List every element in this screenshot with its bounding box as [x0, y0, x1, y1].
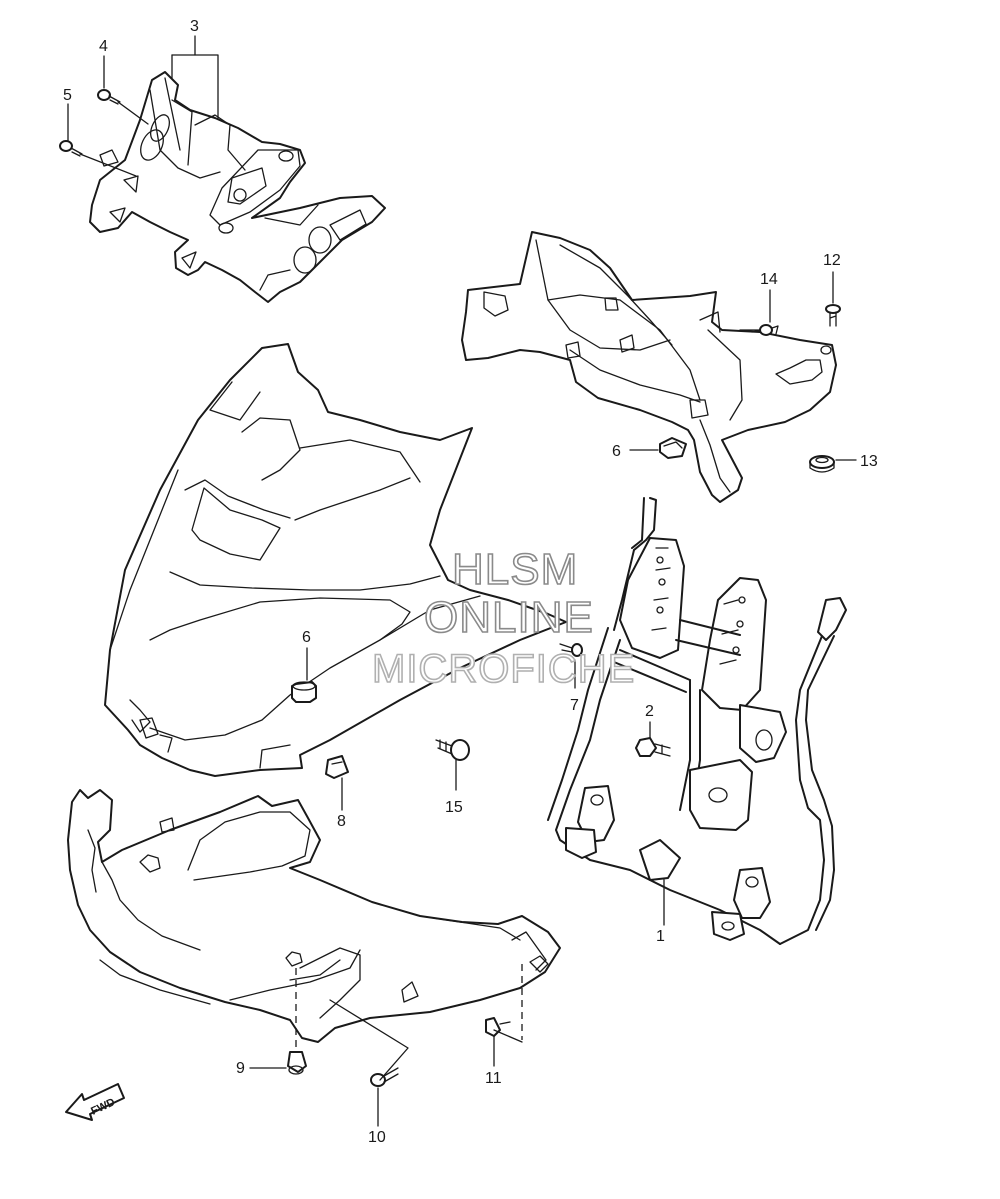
callout-12: 12	[823, 252, 841, 269]
callout-11: 11	[485, 1070, 502, 1087]
callout-8: 8	[337, 813, 346, 830]
watermark-line-1: HLSM	[452, 545, 578, 594]
callout-10: 10	[368, 1129, 386, 1146]
watermark-line-3: MICROFICHE	[372, 647, 635, 691]
callout-14: 14	[760, 271, 778, 288]
callout-7: 7	[570, 697, 579, 714]
callout-5: 5	[63, 87, 72, 104]
callout-6-upper: 6	[612, 443, 621, 460]
callout-labels: 1 2 3 4 5 6 6 7 8 9 10 11 12 13 14 15	[63, 18, 878, 1146]
callout-15: 15	[445, 799, 463, 816]
nut-8	[325, 755, 349, 779]
leader-lines	[67, 35, 857, 1127]
screw-15	[435, 739, 470, 761]
screw-12	[825, 304, 841, 327]
inner-panel	[461, 231, 837, 503]
upper-cowling	[104, 343, 567, 777]
screw-7	[559, 643, 583, 657]
callout-1: 1	[656, 928, 665, 945]
callout-3: 3	[190, 18, 199, 35]
cowling-frame	[547, 497, 847, 945]
grommet-13	[809, 455, 835, 473]
callout-13: 13	[860, 453, 878, 470]
upper-bracket	[89, 71, 386, 303]
bolt-4	[97, 89, 121, 105]
callout-6-lower: 6	[302, 629, 311, 646]
bolt-5	[59, 140, 83, 157]
nut-6-upper	[659, 437, 687, 459]
screw-10	[370, 1067, 399, 1087]
callout-4: 4	[99, 38, 108, 55]
lower-cowling	[67, 789, 561, 1043]
callout-9: 9	[236, 1060, 245, 1077]
watermark: HLSM ONLINE MICROFICHE	[371, 544, 635, 692]
watermark-line-2: ONLINE	[424, 593, 594, 642]
forward-direction-marker: FWD	[65, 1083, 125, 1121]
grommet-6-lower	[291, 681, 317, 703]
clip-9	[287, 968, 307, 1075]
bolt-2	[635, 737, 671, 757]
callout-2: 2	[645, 703, 654, 720]
